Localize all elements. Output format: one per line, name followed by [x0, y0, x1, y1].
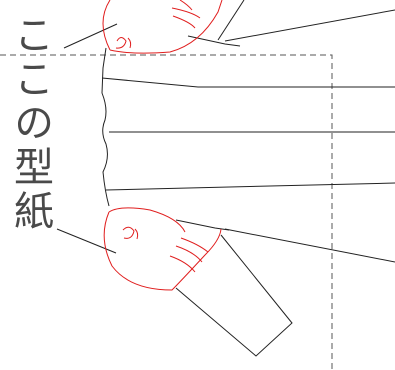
- accent-curves-bottom: [103, 207, 222, 291]
- bottom-upper-edge: [175, 219, 230, 231]
- collar-line-bottom: [224, 228, 395, 263]
- accent-curves-top: [102, 0, 223, 54]
- seam-line-3: [105, 182, 395, 191]
- pattern-body: [101, 0, 395, 263]
- fold-guide-line: [0, 54, 333, 370]
- leader-line-top: [63, 23, 118, 49]
- collar-line-top: [224, 9, 395, 42]
- top-strap: [217, 0, 245, 41]
- seam-line-1: [101, 77, 395, 88]
- sleeve-piece: [175, 234, 293, 357]
- top-lower-edge: [187, 35, 241, 47]
- pattern-label: ここの型紙: [7, 14, 53, 234]
- leader-line-bottom: [56, 228, 117, 254]
